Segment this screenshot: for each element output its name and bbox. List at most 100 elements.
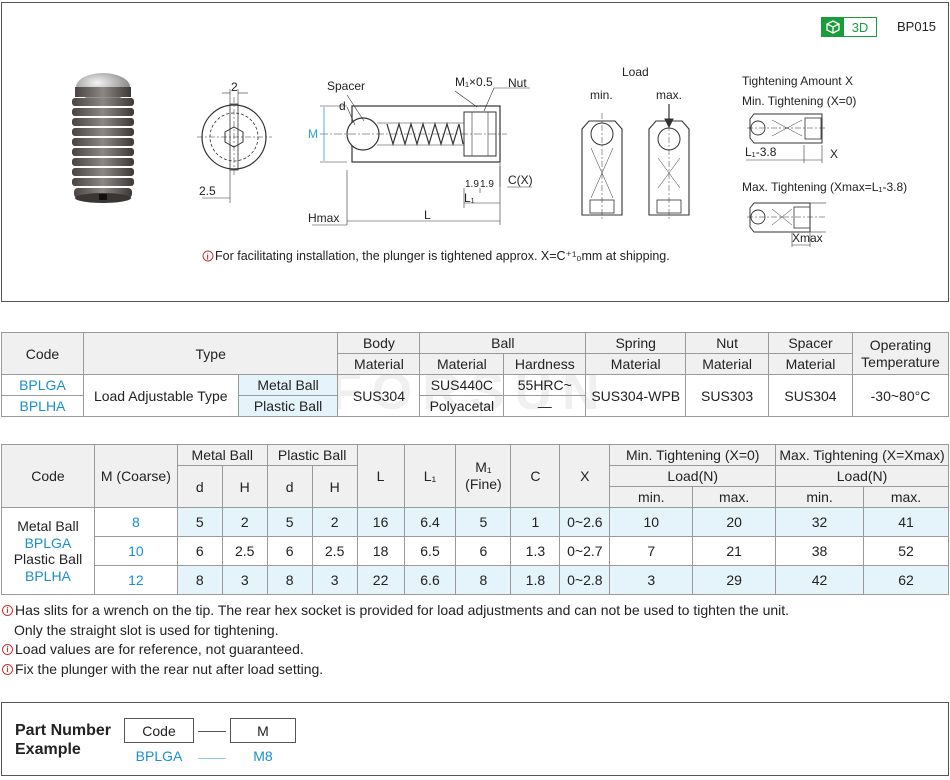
dim-m-value[interactable]: 10 [93, 536, 178, 566]
drawing-panel: 3D BP015 [1, 2, 949, 302]
dimension-table: Code M (Coarse) Metal Ball Plastic Ball … [1, 444, 950, 595]
dim-metal-d: 6 [176, 536, 223, 566]
spec-header-spacer: Spacer [768, 332, 853, 354]
table-row: Metal Ball BPLGA Plastic Ball BPLHA 8 5 … [1, 507, 950, 595]
dim-header-plastic-h: H [311, 465, 358, 508]
dim-c: 1.3 [510, 536, 561, 566]
dim-header-min-tight: Min. Tightening (X=0) [609, 444, 777, 466]
label-l1-38: L₁-3.8 [745, 145, 777, 159]
spec-ball-type: Plastic Ball [237, 395, 339, 417]
dim-header-min: min. [775, 486, 864, 508]
label-d: d [339, 99, 346, 113]
dim-header-m1: M₁ (Fine) [455, 444, 512, 508]
spec-code-bplha[interactable]: BPLHA [1, 395, 84, 417]
code-value[interactable]: BPLGA [135, 748, 183, 764]
dim-header-l1: L₁ [403, 444, 457, 508]
label-x: X [830, 147, 838, 161]
dim-plastic-h: 3 [311, 565, 358, 595]
spec-header-body: Body [337, 332, 421, 354]
label-cx: C(X) [508, 173, 533, 187]
label-l: L [424, 208, 431, 222]
spec-nut-material: SUS303 [685, 374, 770, 417]
dim-max-tight-min: 38 [775, 536, 864, 566]
dim-header-load-max-tight: Load(N) [775, 465, 949, 487]
spec-header-type: Type [82, 332, 339, 375]
dim-plastic-d: 8 [266, 565, 313, 595]
dim-m-value[interactable]: 12 [93, 565, 178, 595]
spec-header-ball: Ball [419, 332, 587, 354]
separator-line [198, 731, 226, 732]
dim-x: 0~2.7 [559, 536, 611, 566]
dim-header-x: X [559, 444, 611, 508]
metal-ball-code[interactable]: BPLGA [24, 534, 72, 551]
dim-header-max: max. [692, 486, 777, 508]
spec-subheader-material: Material [337, 353, 421, 375]
note-1: Has slits for a wrench on the tip. The r… [15, 602, 790, 618]
dim-metal-d: 5 [176, 507, 223, 537]
dim-l: 18 [356, 536, 405, 566]
section-view [312, 87, 532, 226]
shipping-note: For facilitating installation, the plung… [215, 249, 670, 263]
label-max: max. [656, 88, 682, 102]
note-3: Fix the plunger with the rear nut after … [15, 660, 324, 677]
spec-code-bplga[interactable]: BPLGA [1, 374, 84, 396]
label-1-9-b: 1.9 [480, 179, 494, 190]
dim-header-min: min. [609, 486, 694, 508]
label-load: Load [622, 65, 649, 79]
table-row: BPLGA Load Adjustable Type Metal Ball SU… [1, 374, 950, 417]
dim-m1: 8 [455, 565, 512, 595]
spec-body-material: SUS304 [337, 374, 421, 417]
separator-line [198, 758, 226, 759]
dim-header-metal-d: d [176, 465, 223, 508]
spec-spring-material: SUS304-WPB [585, 374, 687, 417]
dim-metal-h: 3 [221, 565, 268, 595]
dim-2-5: 2.5 [199, 184, 216, 198]
dim-x: 0~2.6 [559, 507, 611, 537]
warning-icon: i [202, 250, 214, 262]
plastic-ball-label: Plastic Ball [13, 551, 83, 567]
technical-drawing: 2 2.5 [72, 65, 907, 263]
dim-header-max: max. [862, 486, 950, 508]
tightening-views [746, 113, 827, 247]
dim-plastic-d: 6 [266, 536, 313, 566]
dim-plastic-d: 5 [266, 507, 313, 537]
dim-x: 0~2.8 [559, 565, 611, 595]
info-icon: i [2, 605, 13, 617]
cube-icon [822, 18, 844, 36]
end-view [197, 89, 272, 203]
spec-table: Code Type Body Ball Spring Nut Spacer Op… [1, 332, 950, 417]
dim-min-tight-max: 29 [692, 565, 777, 595]
3d-view-button[interactable]: 3D [821, 17, 877, 37]
metal-ball-label: Metal Ball [17, 518, 79, 534]
spec-ball-material: Polyacetal [419, 395, 505, 417]
dim-max-tight-min: 42 [775, 565, 864, 595]
spec-header-spring: Spring [585, 332, 687, 354]
dim-min-tight-max: 20 [692, 507, 777, 537]
dim-m-value[interactable]: 8 [93, 507, 178, 537]
dim-code-cell: Metal Ball BPLGA Plastic Ball BPLHA [1, 507, 95, 595]
table-row: 10 6 2.5 6 2.5 18 6.5 6 1.3 0~2.7 7 21 3… [2, 536, 950, 566]
m-value[interactable]: M8 [253, 748, 273, 764]
dim-min-tight-max: 21 [692, 536, 777, 566]
part-number-title: Part Number Example [15, 721, 111, 759]
dim-l1: 6.6 [403, 565, 457, 595]
dim-header-max-tight: Max. Tightening (X=Xmax) [775, 444, 949, 466]
dim-header-c: C [510, 444, 561, 508]
dim-header-l: L [356, 444, 405, 508]
spec-ball-hardness: — [503, 395, 587, 417]
label-m: M [308, 127, 318, 141]
spec-header-temp: Operating Temperature [851, 332, 950, 375]
load-views [581, 104, 690, 221]
m-label-box: M [230, 718, 296, 743]
label-l1: L₁ [464, 191, 475, 205]
dim-header-m: M (Coarse) [93, 444, 178, 508]
dim-l1: 6.5 [403, 536, 457, 566]
spec-ball-hardness: 55HRC~ [503, 374, 587, 396]
svg-text:i: i [207, 253, 209, 262]
dim-l: 22 [356, 565, 405, 595]
dim-metal-h: 2.5 [221, 536, 268, 566]
label-tight-min: Min. Tightening (X=0) [742, 94, 856, 108]
dim-max-tight-max: 62 [862, 565, 950, 595]
plastic-ball-code[interactable]: BPLHA [24, 567, 71, 584]
label-m1: M₁×0.5 [455, 75, 493, 89]
